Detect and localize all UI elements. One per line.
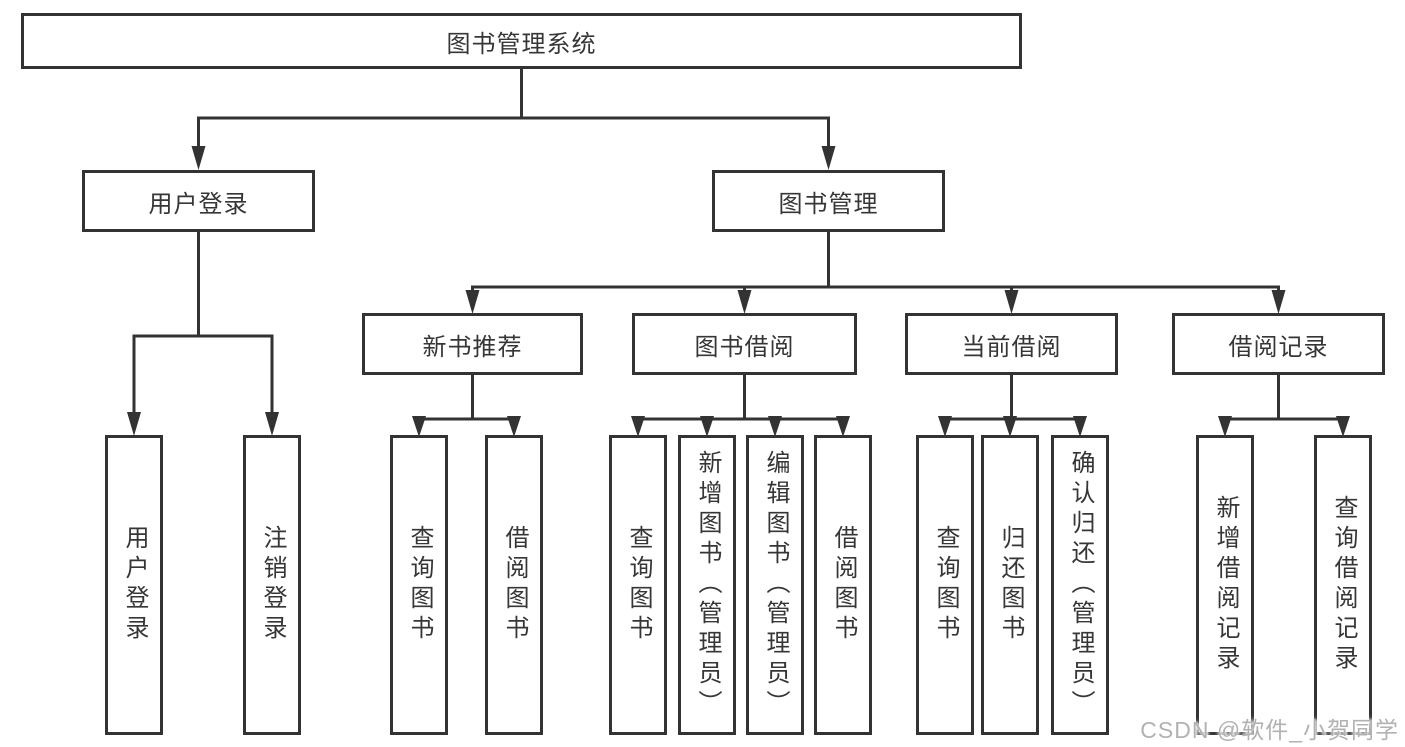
node-label: 用户登录 xyxy=(121,525,148,645)
node-label: 借阅记录 xyxy=(1228,333,1329,361)
node-add-borrow-record: 新增借阅记录 xyxy=(1196,435,1254,735)
node-library-management-system: 图书管理系统 xyxy=(21,13,1022,69)
node-label: 新增借阅记录 xyxy=(1212,495,1239,675)
node-return-books: 归还图书 xyxy=(981,435,1039,735)
node-logout-action: 注销登录 xyxy=(243,435,301,735)
node-query-borrow-record: 查询借阅记录 xyxy=(1314,435,1372,735)
node-add-books-admin: 新增图书（管理员） xyxy=(678,435,736,735)
node-label: 当前借阅 xyxy=(961,333,1062,361)
node-borrow-books-action: 借阅图书 xyxy=(814,435,872,735)
node-user-login-action: 用户登录 xyxy=(105,435,163,735)
node-new-book-recommend: 新书推荐 xyxy=(362,313,583,375)
node-book-management: 图书管理 xyxy=(712,170,945,232)
node-user-login: 用户登录 xyxy=(82,170,315,232)
node-label: 查询借阅记录 xyxy=(1330,495,1357,675)
node-label: 用户登录 xyxy=(148,190,249,218)
node-label: 查询图书 xyxy=(625,525,652,645)
node-label: 新书推荐 xyxy=(422,333,523,361)
node-edit-books-admin: 编辑图书（管理员） xyxy=(746,435,804,735)
node-query-books-borrow: 查询图书 xyxy=(609,435,667,735)
node-label: 查询图书 xyxy=(406,525,433,645)
node-label: 图书管理系统 xyxy=(446,30,597,58)
node-label: 借阅图书 xyxy=(501,525,528,645)
node-query-books-recommend: 查询图书 xyxy=(390,435,448,735)
node-borrow-records: 借阅记录 xyxy=(1172,313,1385,375)
node-label: 确认归还（管理员） xyxy=(1067,450,1094,720)
node-borrow-books-recommend: 借阅图书 xyxy=(485,435,543,735)
node-query-books-current: 查询图书 xyxy=(916,435,974,735)
node-label: 借阅图书 xyxy=(830,525,857,645)
node-book-borrow: 图书借阅 xyxy=(632,313,857,375)
node-label: 归还图书 xyxy=(997,525,1024,645)
node-label: 新增图书（管理员） xyxy=(694,450,721,720)
node-label: 图书管理 xyxy=(778,190,879,218)
node-confirm-return-admin: 确认归还（管理员） xyxy=(1051,435,1109,735)
node-label: 图书借阅 xyxy=(694,333,795,361)
node-label: 编辑图书（管理员） xyxy=(762,450,789,720)
node-current-borrow: 当前借阅 xyxy=(905,313,1118,375)
watermark-text: CSDN @软件_小贺同学 xyxy=(1140,717,1399,743)
node-label: 查询图书 xyxy=(932,525,959,645)
node-label: 注销登录 xyxy=(259,525,286,645)
